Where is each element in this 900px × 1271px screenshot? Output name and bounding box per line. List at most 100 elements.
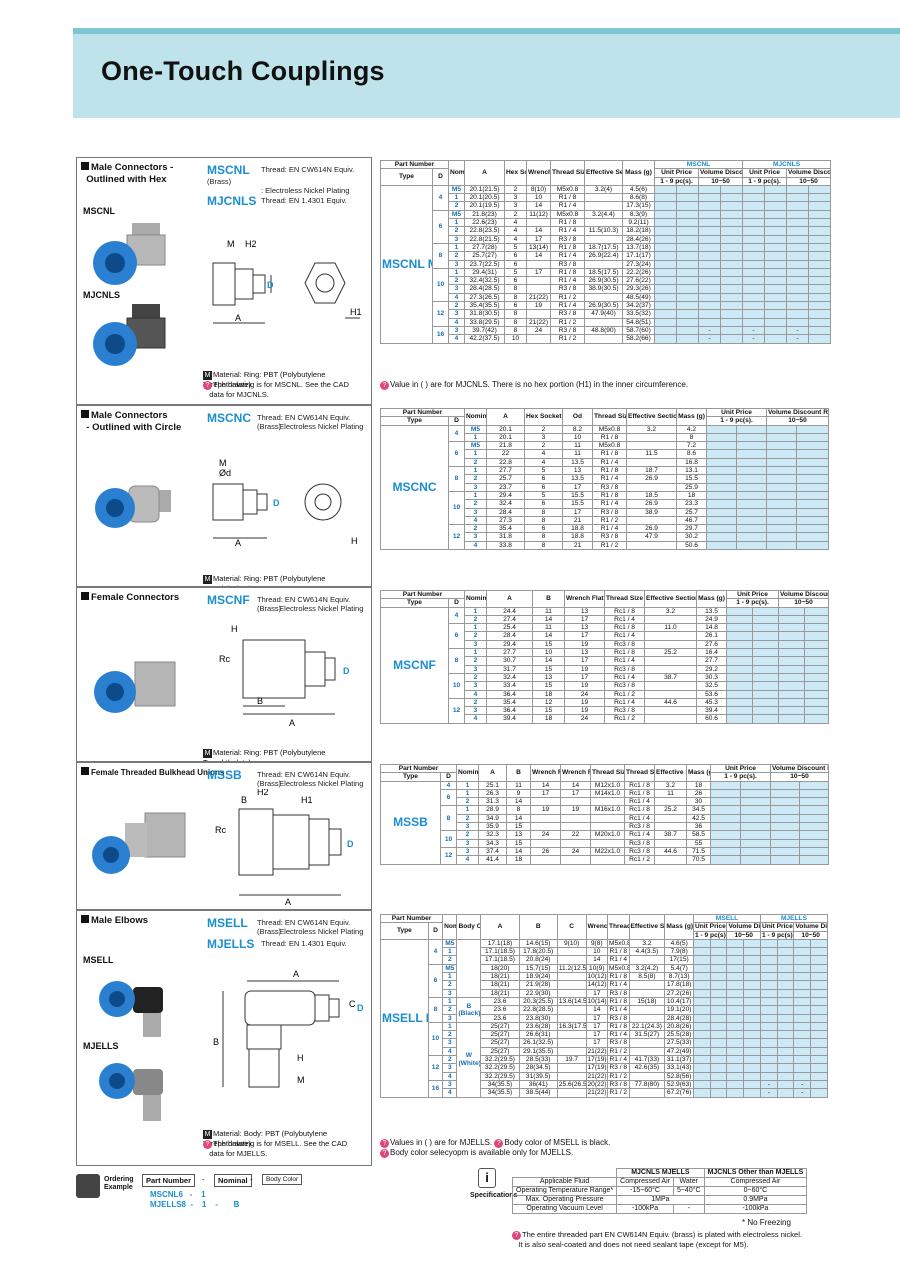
price-cell[interactable] bbox=[796, 532, 830, 542]
price-cell[interactable] bbox=[742, 301, 766, 311]
price-cell[interactable] bbox=[796, 499, 830, 509]
price-cell[interactable] bbox=[778, 697, 806, 708]
price-cell[interactable] bbox=[676, 193, 700, 203]
price-cell[interactable] bbox=[770, 813, 801, 824]
price-cell[interactable] bbox=[776, 1071, 795, 1081]
price-cell[interactable] bbox=[810, 1088, 828, 1098]
price-cell[interactable] bbox=[810, 980, 828, 990]
price-cell[interactable] bbox=[786, 259, 810, 269]
price-cell[interactable] bbox=[676, 276, 700, 286]
price-cell[interactable] bbox=[778, 664, 806, 674]
price-cell[interactable] bbox=[706, 499, 738, 509]
price-cell[interactable] bbox=[796, 524, 830, 534]
price-cell[interactable]: - bbox=[786, 325, 810, 336]
price-cell[interactable] bbox=[709, 947, 728, 957]
price-cell[interactable] bbox=[654, 334, 678, 344]
price-cell[interactable] bbox=[764, 234, 788, 244]
price-cell[interactable] bbox=[654, 209, 678, 220]
price-cell[interactable] bbox=[693, 996, 711, 1007]
price-cell[interactable] bbox=[706, 507, 738, 517]
price-cell[interactable] bbox=[786, 276, 810, 286]
price-cell[interactable] bbox=[770, 780, 801, 790]
price-cell[interactable] bbox=[759, 947, 778, 957]
price-cell[interactable] bbox=[654, 301, 678, 311]
price-cell[interactable] bbox=[786, 301, 810, 311]
price-cell[interactable] bbox=[726, 664, 754, 674]
price-cell[interactable] bbox=[693, 1055, 711, 1065]
price-cell[interactable] bbox=[740, 788, 772, 799]
price-cell[interactable] bbox=[793, 1030, 812, 1040]
price-cell[interactable] bbox=[743, 1021, 761, 1032]
price-cell[interactable] bbox=[799, 813, 830, 824]
price-cell[interactable] bbox=[720, 234, 744, 244]
price-cell[interactable] bbox=[654, 234, 678, 244]
price-cell[interactable] bbox=[786, 234, 810, 244]
price-cell[interactable] bbox=[759, 1046, 778, 1057]
price-cell[interactable] bbox=[736, 524, 768, 534]
price-cell[interactable] bbox=[770, 838, 801, 848]
price-cell[interactable] bbox=[770, 830, 801, 840]
price-cell[interactable] bbox=[808, 334, 832, 344]
price-cell[interactable] bbox=[793, 963, 812, 974]
price-cell[interactable] bbox=[709, 1055, 728, 1065]
price-cell[interactable] bbox=[676, 259, 700, 269]
price-cell[interactable] bbox=[786, 193, 810, 203]
price-cell[interactable] bbox=[676, 218, 700, 228]
price-cell[interactable] bbox=[740, 846, 772, 857]
price-cell[interactable] bbox=[726, 1021, 745, 1032]
price-cell[interactable] bbox=[752, 639, 780, 650]
price-cell[interactable] bbox=[720, 226, 744, 236]
price-cell[interactable] bbox=[706, 449, 738, 459]
price-cell[interactable] bbox=[710, 788, 742, 799]
price-cell[interactable] bbox=[764, 292, 788, 303]
price-cell[interactable] bbox=[764, 201, 788, 211]
price-cell[interactable] bbox=[726, 1063, 745, 1073]
price-cell[interactable] bbox=[776, 938, 795, 949]
price-cell[interactable] bbox=[808, 284, 832, 294]
price-cell[interactable] bbox=[778, 681, 806, 691]
price-cell[interactable] bbox=[778, 614, 806, 625]
price-cell[interactable] bbox=[676, 251, 700, 261]
price-cell[interactable] bbox=[743, 1071, 761, 1081]
price-cell[interactable] bbox=[743, 980, 761, 990]
price-cell[interactable] bbox=[736, 540, 768, 551]
price-cell[interactable] bbox=[810, 1013, 828, 1023]
price-cell[interactable] bbox=[720, 334, 744, 344]
price-cell[interactable] bbox=[804, 614, 830, 625]
price-cell[interactable] bbox=[706, 490, 738, 501]
price-cell[interactable] bbox=[676, 267, 700, 278]
price-cell[interactable] bbox=[743, 1030, 761, 1040]
price-cell[interactable] bbox=[799, 788, 830, 799]
price-cell[interactable] bbox=[752, 631, 780, 641]
price-cell[interactable] bbox=[726, 714, 754, 724]
price-cell[interactable] bbox=[799, 846, 830, 857]
price-cell[interactable] bbox=[693, 1088, 711, 1098]
price-cell[interactable] bbox=[676, 317, 700, 327]
price-cell[interactable] bbox=[793, 1046, 812, 1057]
price-cell[interactable] bbox=[654, 276, 678, 286]
price-cell[interactable] bbox=[796, 507, 830, 517]
price-cell[interactable] bbox=[698, 193, 722, 203]
price-cell[interactable] bbox=[778, 639, 806, 650]
price-cell[interactable] bbox=[698, 317, 722, 327]
price-cell[interactable] bbox=[759, 1030, 778, 1040]
price-cell[interactable] bbox=[799, 822, 830, 832]
price-cell[interactable] bbox=[808, 259, 832, 269]
price-cell[interactable]: - bbox=[759, 1088, 778, 1098]
price-cell[interactable] bbox=[764, 325, 788, 336]
price-cell[interactable] bbox=[726, 697, 754, 708]
price-cell[interactable] bbox=[810, 1055, 828, 1065]
price-cell[interactable] bbox=[808, 218, 832, 228]
price-cell[interactable] bbox=[810, 1021, 828, 1032]
price-cell[interactable] bbox=[706, 532, 738, 542]
price-cell[interactable] bbox=[796, 466, 830, 476]
price-cell[interactable] bbox=[786, 251, 810, 261]
price-cell[interactable] bbox=[710, 846, 742, 857]
price-cell[interactable] bbox=[742, 251, 766, 261]
price-cell[interactable] bbox=[810, 947, 828, 957]
price-cell[interactable] bbox=[654, 193, 678, 203]
price-cell[interactable] bbox=[709, 1079, 728, 1090]
price-cell[interactable] bbox=[793, 1013, 812, 1023]
price-cell[interactable] bbox=[726, 639, 754, 650]
price-cell[interactable] bbox=[676, 201, 700, 211]
